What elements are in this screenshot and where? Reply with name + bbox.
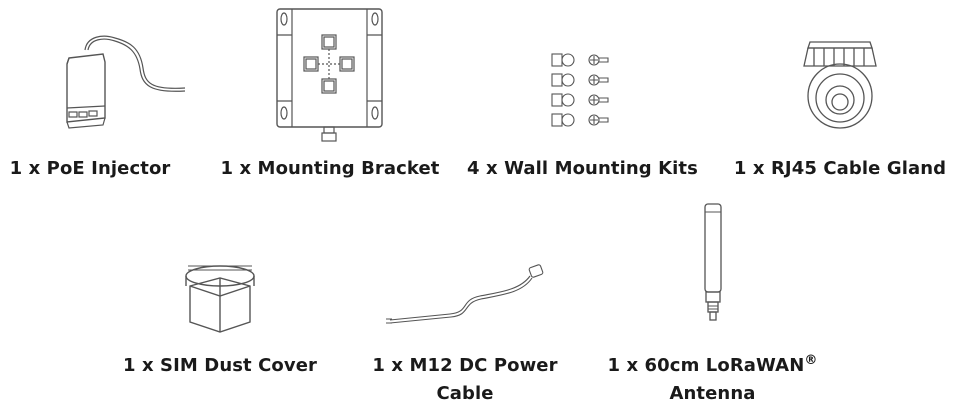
m12-label-line1: 1 x M12 DC Power <box>372 355 558 376</box>
m12-dc-power-cable-illustration <box>380 262 550 332</box>
item-label-lorawan-antenna: 1 x 60cm LoRaWAN® Antenna <box>580 352 845 408</box>
wall-mounting-kits-illustration <box>548 50 618 135</box>
sim-dust-cover-illustration <box>178 262 262 342</box>
item-label-wall-mounting-kits: 4 x Wall Mounting Kits <box>467 158 698 179</box>
mounting-bracket-illustration <box>272 5 387 145</box>
registered-mark: ® <box>804 353 818 368</box>
item-label-mounting-bracket: 1 x Mounting Bracket <box>220 158 440 179</box>
rj45-cable-gland-illustration <box>800 38 880 133</box>
antenna-label-line2: Antenna <box>669 383 756 404</box>
poe-injector-illustration <box>55 28 195 138</box>
item-label-poe-injector: 1 x PoE Injector <box>9 158 171 179</box>
item-label-rj45-cable-gland: 1 x RJ45 Cable Gland <box>733 158 947 179</box>
m12-label-line2: Cable <box>436 383 494 404</box>
item-label-sim-dust-cover: 1 x SIM Dust Cover <box>122 355 318 376</box>
lorawan-antenna-illustration <box>697 200 729 325</box>
antenna-label-line1: 1 x 60cm LoRaWAN <box>607 355 805 376</box>
item-label-m12-dc-power-cable: 1 x M12 DC Power Cable <box>350 352 580 408</box>
